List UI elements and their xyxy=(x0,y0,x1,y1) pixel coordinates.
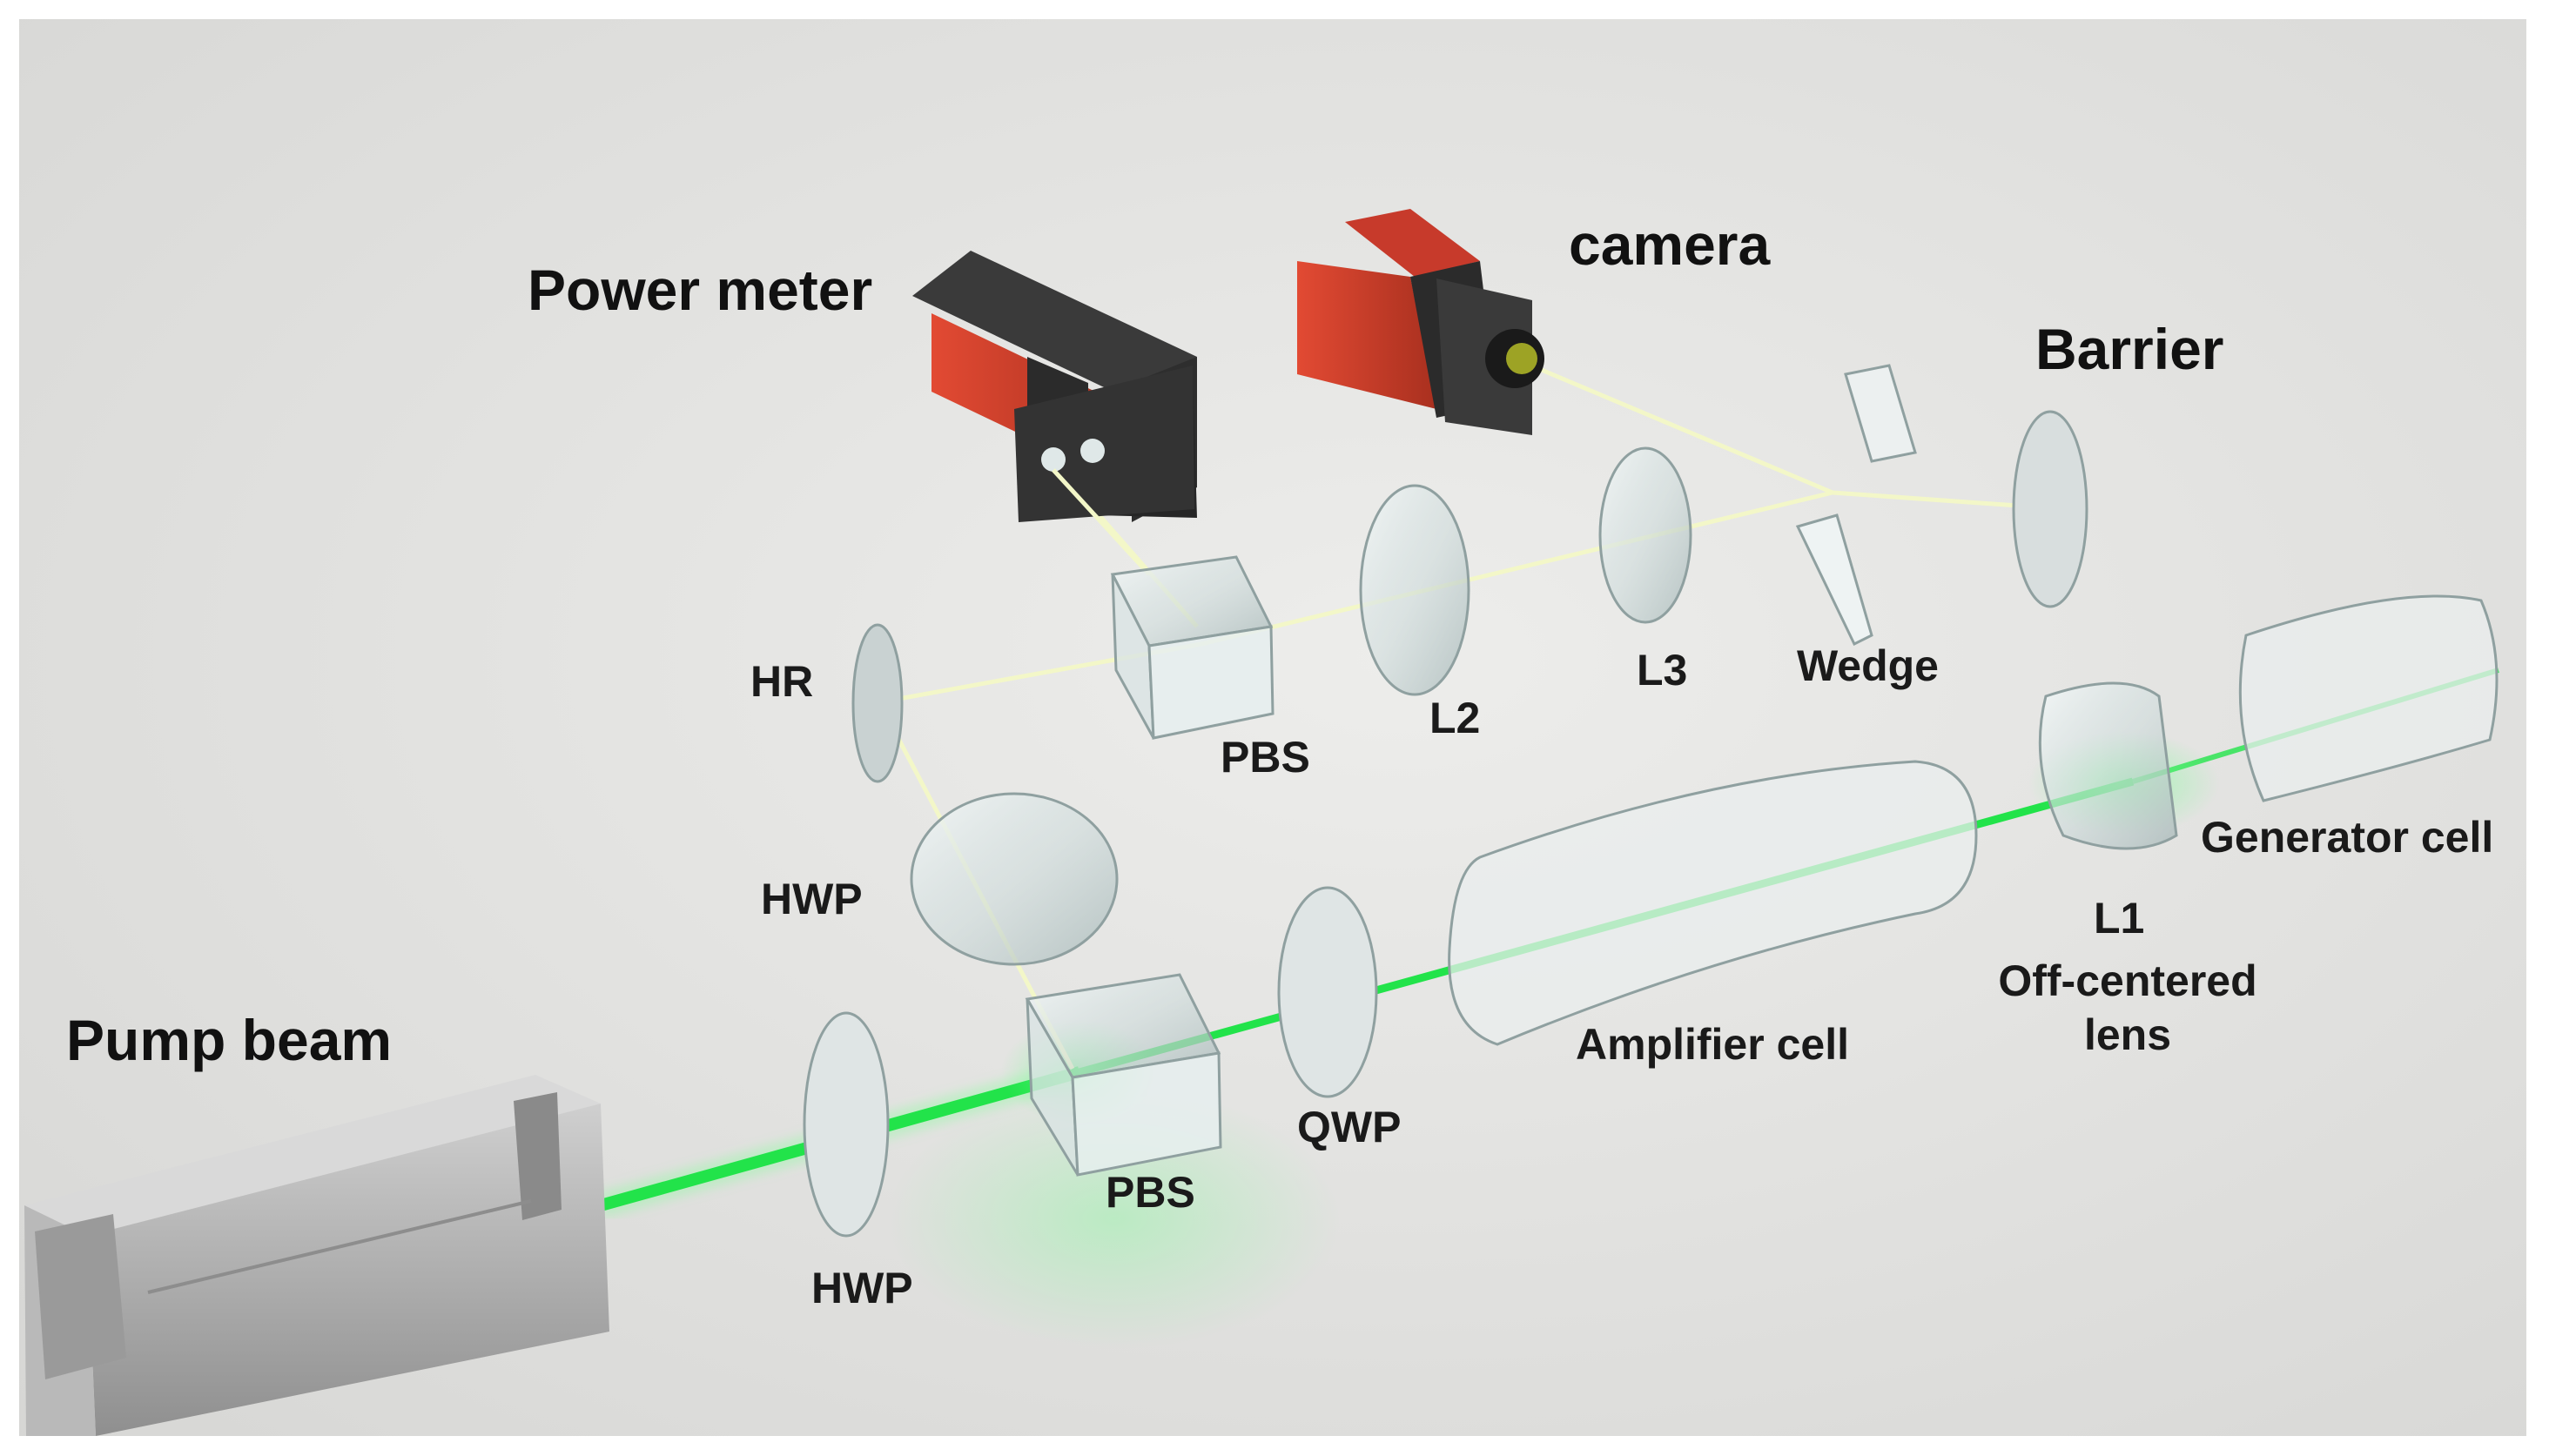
barrier-plate xyxy=(2012,410,2088,608)
label-amplifier-cell: Amplifier cell xyxy=(1576,1020,1849,1069)
label-barrier: Barrier xyxy=(2035,317,2224,381)
hwp-lower-plate xyxy=(803,1011,890,1238)
hr-mirror xyxy=(851,623,904,783)
power-meter-device xyxy=(912,251,1197,576)
qwp-plate xyxy=(1277,886,1378,1098)
pump-laser-housing xyxy=(24,1075,609,1436)
label-l3: L3 xyxy=(1637,646,1688,694)
amplifier-cell xyxy=(1448,760,1978,1046)
label-pump-beam: Pump beam xyxy=(66,1008,393,1072)
label-generator-cell: Generator cell xyxy=(2201,813,2494,862)
label-off-centered-lens: Off-centered lens xyxy=(1969,959,2286,1057)
optics xyxy=(803,364,2499,1238)
label-pbs-lower: PBS xyxy=(1106,1168,1195,1217)
label-pbs-upper: PBS xyxy=(1221,733,1310,782)
l3-lens xyxy=(1598,446,1692,624)
label-camera: camera xyxy=(1569,212,1771,277)
l1-lens xyxy=(2038,681,2178,850)
label-l2: L2 xyxy=(1429,694,1481,742)
label-hr: HR xyxy=(750,657,814,706)
label-hwp-upper: HWP xyxy=(761,875,863,923)
hwp-upper-plate xyxy=(910,792,1119,966)
label-hwp-lower: HWP xyxy=(811,1264,913,1312)
label-off-centered-line1: Off-centered xyxy=(1998,956,2257,1005)
generator-cell xyxy=(2238,594,2499,802)
l2-lens xyxy=(1359,484,1470,696)
label-l1: L1 xyxy=(2094,894,2145,943)
wedge-plate xyxy=(1795,513,1873,647)
camera-device xyxy=(1297,209,1544,435)
label-off-centered-line2: lens xyxy=(2083,1010,2172,1059)
label-power-meter: Power meter xyxy=(528,258,873,322)
label-wedge: Wedge xyxy=(1797,641,1939,690)
label-qwp: QWP xyxy=(1297,1103,1402,1151)
